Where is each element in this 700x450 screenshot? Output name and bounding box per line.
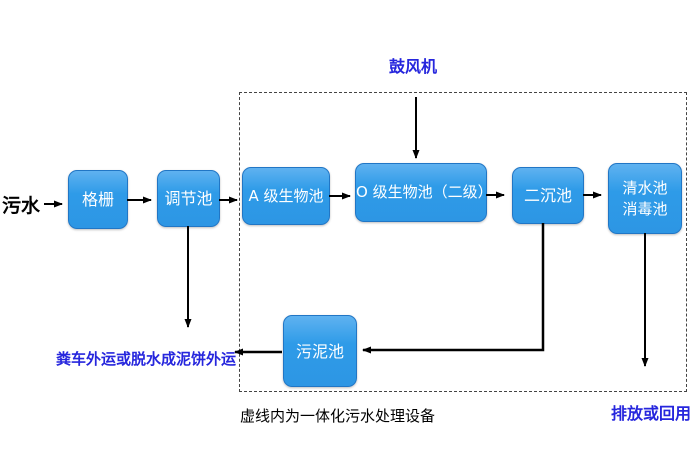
boundary-caption: 虚线内为一体化污水处理设备 xyxy=(240,407,436,425)
integrated-equipment-boundary xyxy=(239,92,687,392)
node-regulating-tank: 调节池 xyxy=(157,170,220,227)
node-sludge-tank: 污泥池 xyxy=(283,315,357,387)
node-secondary-label: 二沉池 xyxy=(523,186,572,205)
node-a-bio-label: A 级生物池 xyxy=(248,186,324,205)
node-clear-label-line1: 清水池 xyxy=(622,178,668,197)
node-sludge-label: 污泥池 xyxy=(295,341,344,361)
node-secondary-sedimentation-tank: 二沉池 xyxy=(512,167,584,224)
node-a-bio-tank: A 级生物池 xyxy=(242,167,330,225)
blower-label: 鼓风机 xyxy=(389,57,438,76)
node-o-bio-label: O 级生物池（二级） xyxy=(356,183,493,201)
node-clear-label-line2: 消毒池 xyxy=(622,199,668,218)
node-grid-tank: 格栅 xyxy=(68,170,128,229)
discharge-reuse-label: 排放或回用 xyxy=(611,404,692,423)
node-regulating-label: 调节池 xyxy=(164,189,213,208)
sludge-disposal-label: 粪车外运或脱水成泥饼外运 xyxy=(56,350,237,368)
node-clear-water-disinfection-tank: 清水池 消毒池 xyxy=(608,163,682,234)
node-grid-label: 格栅 xyxy=(81,190,114,209)
inflow-label: 污水 xyxy=(2,195,41,217)
node-o-bio-tank: O 级生物池（二级） xyxy=(355,163,493,222)
